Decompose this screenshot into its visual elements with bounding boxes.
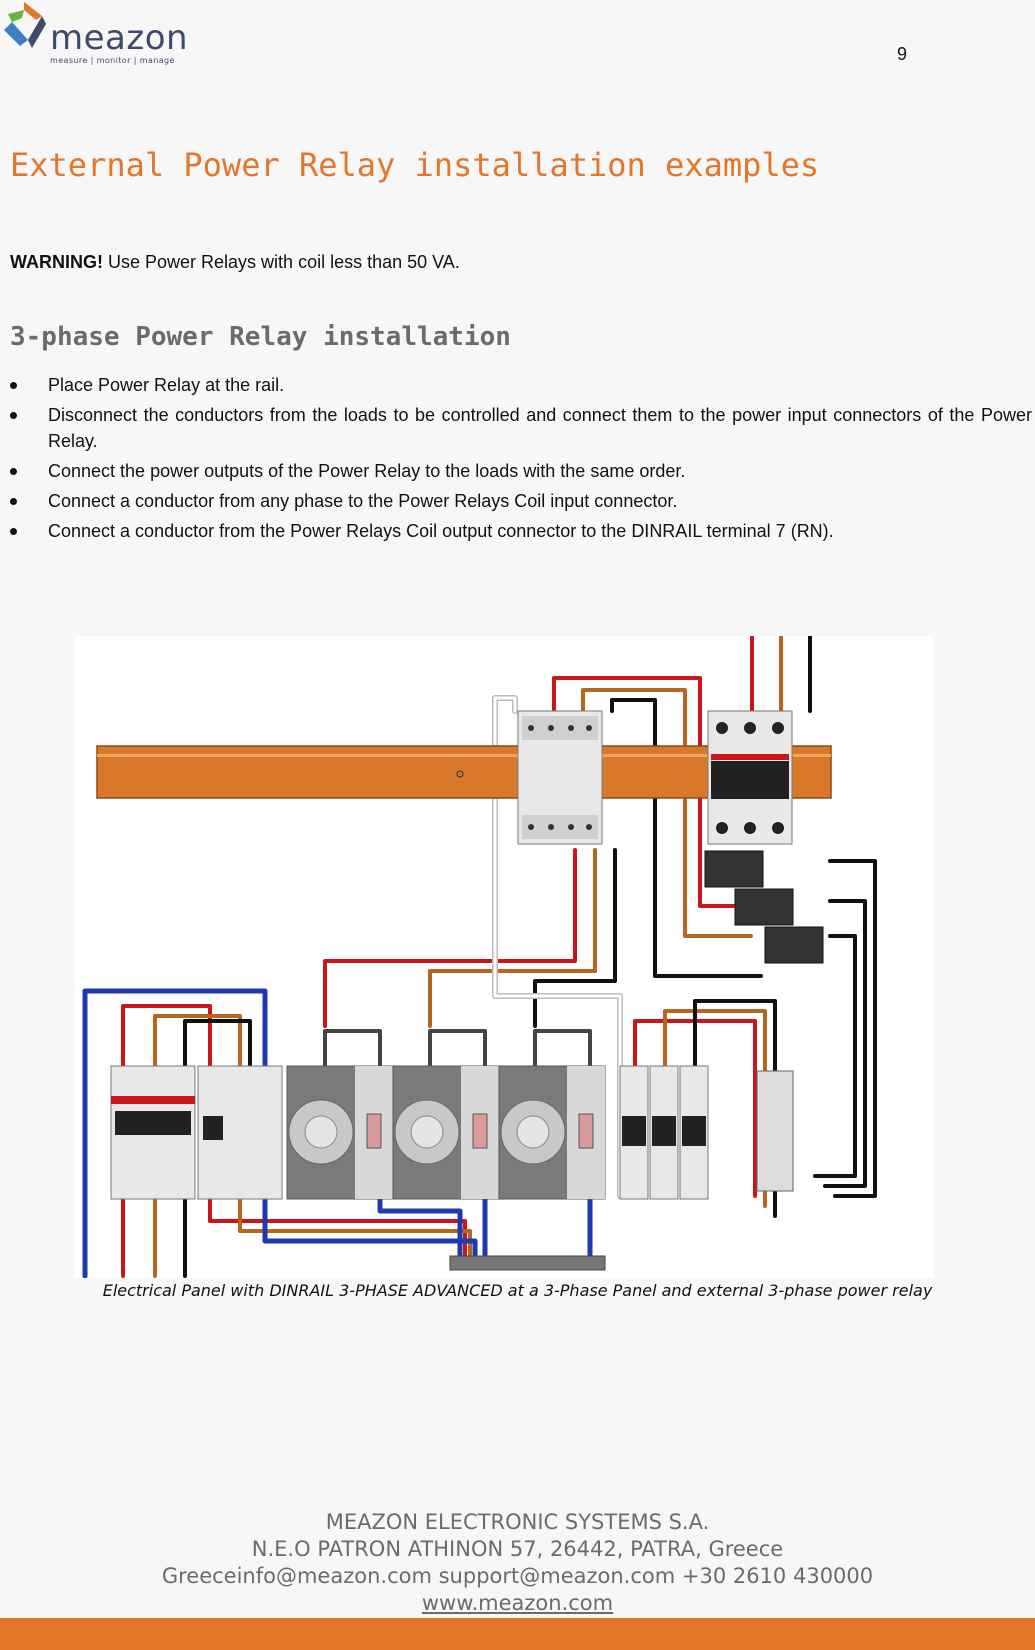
list-item: Connect the power outputs of the Power R… bbox=[0, 458, 1035, 484]
meazon-logo-icon bbox=[4, 2, 46, 48]
bullet-icon bbox=[10, 412, 17, 419]
website-link[interactable]: www.meazon.com bbox=[421, 1591, 614, 1615]
figure-caption: Electrical Panel with DINRAIL 3-PHASE AD… bbox=[102, 1281, 933, 1300]
instruction-list: Place Power Relay at the rail. Disconnec… bbox=[0, 372, 1035, 548]
list-item: Connect a conductor from the Power Relay… bbox=[0, 518, 1035, 544]
warning-note: WARNING! Use Power Relays with coil less… bbox=[10, 252, 460, 273]
logo-wordmark: meazon bbox=[50, 18, 189, 58]
list-item: Disconnect the conductors from the loads… bbox=[0, 402, 1035, 454]
footer-company: MEAZON ELECTRONIC SYSTEMS S.A. bbox=[325, 1510, 710, 1534]
footer-accent-bar bbox=[0, 1618, 1035, 1650]
footer-contacts: Greeceinfo@meazon.com support@meazon.com… bbox=[161, 1564, 874, 1588]
bullet-icon bbox=[10, 382, 17, 389]
bullet-icon bbox=[10, 528, 17, 535]
meazon-logo: meazon measure | monitor | manage bbox=[2, 0, 192, 72]
section-title: 3-phase Power Relay installation bbox=[10, 322, 511, 352]
logo-tagline: measure | monitor | manage bbox=[50, 56, 175, 65]
warning-label: WARNING! bbox=[10, 252, 103, 272]
warning-text: Use Power Relays with coil less than 50 … bbox=[103, 252, 460, 272]
page-number: 9 bbox=[897, 44, 908, 64]
footer-address: N.E.O PATRON ATHINON 57, 26442, PATRA, G… bbox=[251, 1537, 784, 1561]
wiring-diagram bbox=[75, 636, 933, 1278]
page-title: External Power Relay installation exampl… bbox=[10, 146, 820, 184]
footer-website[interactable]: www.meazon.com bbox=[0, 1591, 1035, 1615]
bullet-icon bbox=[10, 468, 17, 475]
list-item: Connect a conductor from any phase to th… bbox=[0, 488, 1035, 514]
list-item: Place Power Relay at the rail. bbox=[0, 372, 1035, 398]
bullet-icon bbox=[10, 498, 17, 505]
